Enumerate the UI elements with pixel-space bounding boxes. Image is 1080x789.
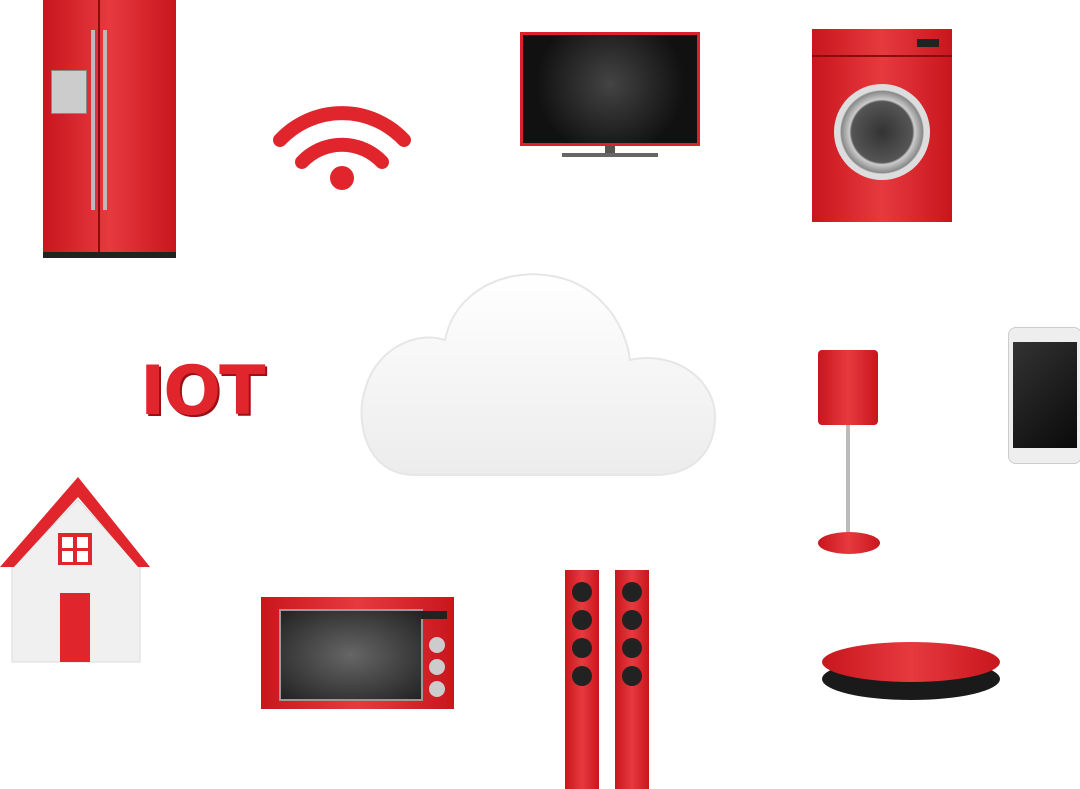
- tv-icon: [520, 32, 700, 157]
- iot-label: IOT: [140, 352, 265, 431]
- speakers-icon: [565, 570, 655, 789]
- refrigerator-icon: [43, 0, 176, 258]
- smartphone-icon: [1008, 327, 1080, 464]
- robot-vacuum-icon: [822, 640, 1002, 702]
- wifi-icon: [273, 106, 411, 190]
- washing-machine-icon: [812, 29, 952, 222]
- cloud-icon: [360, 273, 717, 476]
- house-icon: [0, 477, 150, 663]
- lamp-icon: [815, 350, 885, 560]
- microwave-icon: [261, 597, 454, 709]
